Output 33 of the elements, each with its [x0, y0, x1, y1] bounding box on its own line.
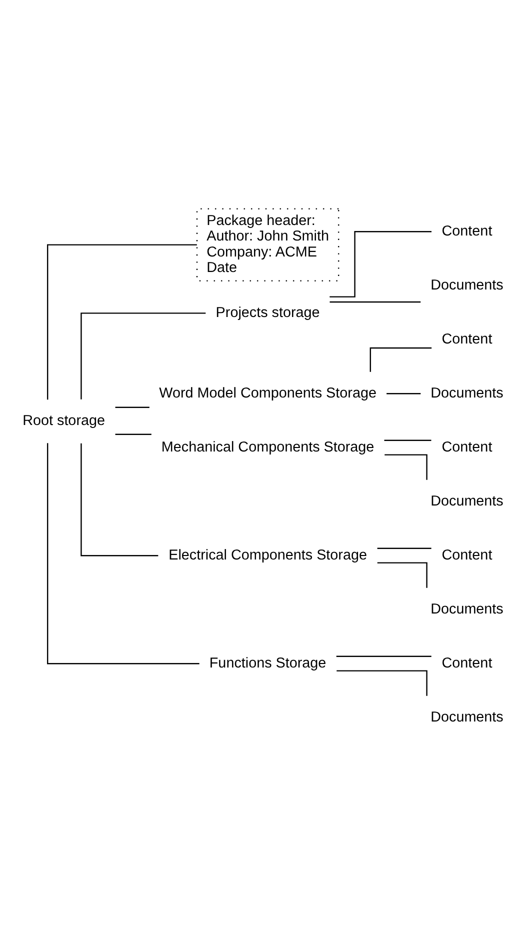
node-text: Mechanical Components Storage [161, 438, 374, 455]
connector [336, 670, 428, 696]
connector [115, 433, 152, 434]
connector [384, 454, 428, 480]
node-text: Functions Storage [209, 654, 326, 671]
node-text: Documents [430, 708, 504, 725]
connector [47, 442, 200, 664]
node-text: Content [442, 654, 492, 671]
node-text: Word Model Components Storage [159, 384, 376, 401]
connector [330, 300, 421, 302]
connector [47, 244, 197, 400]
connector [384, 439, 432, 440]
connector [336, 655, 432, 656]
connector [386, 392, 421, 394]
connector [80, 312, 206, 399]
node-text: Content [442, 222, 492, 239]
node-text: Projects storage [216, 304, 320, 320]
node-text: Content [442, 330, 492, 347]
connector [80, 442, 158, 556]
node-box: Package header: Author: John Smith Company: ACME Date [196, 208, 340, 281]
node-text: Content [442, 438, 492, 455]
connector [115, 406, 150, 408]
node-text: Documents [430, 492, 504, 509]
connector [377, 547, 432, 548]
connector [377, 562, 428, 588]
connector [330, 230, 432, 297]
node-text: Documents [430, 384, 504, 401]
node-text: Documents [430, 600, 504, 617]
connector [370, 346, 432, 372]
node-text: Documents [430, 276, 504, 293]
node-text: Electrical Components Storage [168, 546, 367, 563]
node-text: Content [442, 546, 492, 563]
node-text: Root storage [22, 412, 106, 428]
